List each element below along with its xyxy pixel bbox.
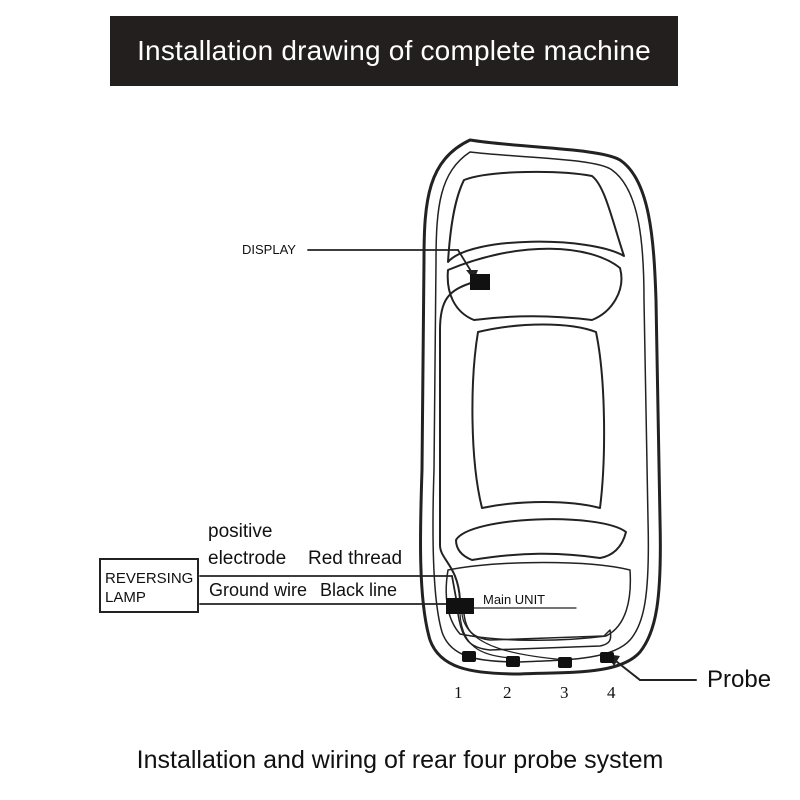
electrode-label: electrode xyxy=(208,548,287,569)
probe-3 xyxy=(558,657,572,668)
reversing-lamp-line1: REVERSING xyxy=(105,570,194,587)
dashboard xyxy=(446,247,623,321)
ground-wire-label: Ground wire xyxy=(209,580,308,600)
rear-windshield xyxy=(455,518,627,561)
display-label: DISPLAY xyxy=(242,242,296,257)
display-wire xyxy=(439,281,475,601)
red-thread-label: Red thread xyxy=(308,548,403,569)
black-line-label: Black line xyxy=(320,580,398,600)
front-windshield xyxy=(447,170,625,263)
display-unit xyxy=(470,274,490,290)
main-unit-label: Main UNIT xyxy=(483,592,546,607)
diagram-caption: Installation and wiring of rear four pro… xyxy=(136,746,664,774)
car-body-outline xyxy=(418,138,662,676)
main-unit-box xyxy=(446,598,474,614)
title-banner: Installation drawing of complete machine xyxy=(110,16,678,86)
probe-number-2: 2 xyxy=(503,683,512,702)
probe-1 xyxy=(462,651,476,662)
probe-number-1: 1 xyxy=(454,683,463,702)
probe-number-4: 4 xyxy=(607,683,616,702)
probe-label: Probe xyxy=(707,666,772,693)
car-roof xyxy=(471,323,606,509)
probe-4 xyxy=(600,652,614,663)
trunk xyxy=(445,561,632,642)
probe-2 xyxy=(506,656,520,667)
page-title: Installation drawing of complete machine xyxy=(137,35,651,66)
reversing-lamp-box: REVERSING LAMP xyxy=(99,558,199,613)
probe-harness xyxy=(457,613,612,651)
reversing-lamp-line2: LAMP xyxy=(105,589,146,606)
positive-label: positive xyxy=(208,521,273,542)
probe-arrow-line xyxy=(611,657,641,681)
probe-number-3: 3 xyxy=(560,683,569,702)
